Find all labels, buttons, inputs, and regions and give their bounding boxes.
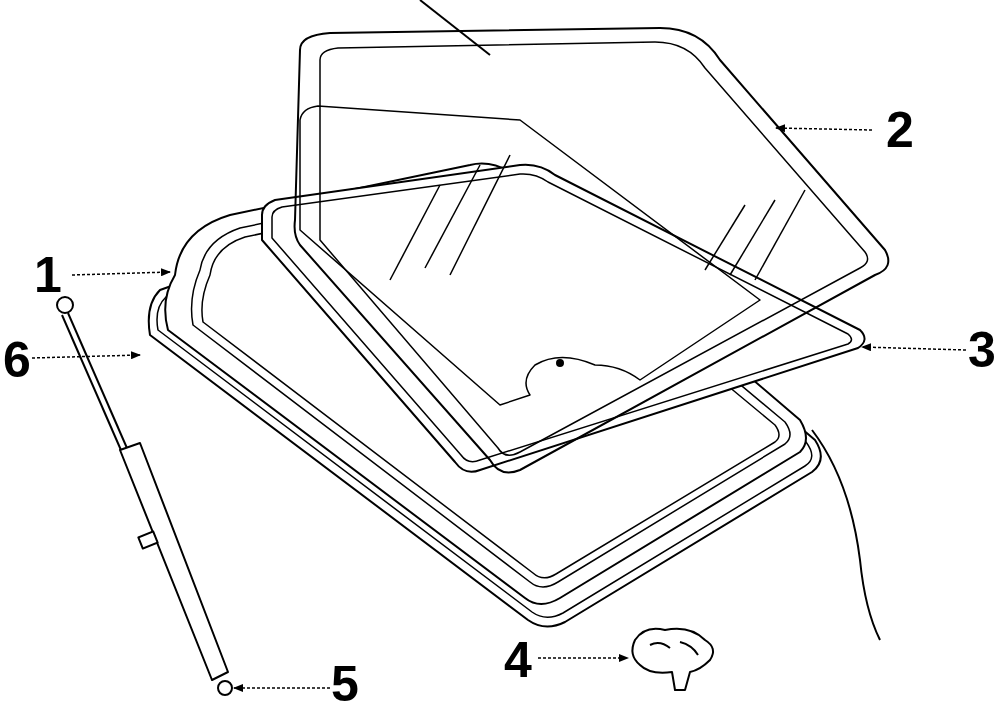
callout-number: 5	[331, 659, 359, 709]
callout-number: 6	[3, 335, 31, 385]
leader-line	[32, 128, 966, 688]
back-glass	[295, 28, 889, 472]
body-line	[812, 430, 880, 640]
callout-number: 1	[34, 250, 62, 300]
hole	[557, 360, 563, 366]
back-glass	[320, 42, 868, 455]
glass-seal	[272, 174, 852, 462]
callout-number: 4	[504, 635, 532, 685]
glass-glint	[390, 155, 805, 280]
latch	[632, 629, 713, 690]
glass-seal	[262, 165, 865, 472]
callout-number: 2	[886, 105, 914, 155]
callout-number: 3	[968, 325, 996, 375]
